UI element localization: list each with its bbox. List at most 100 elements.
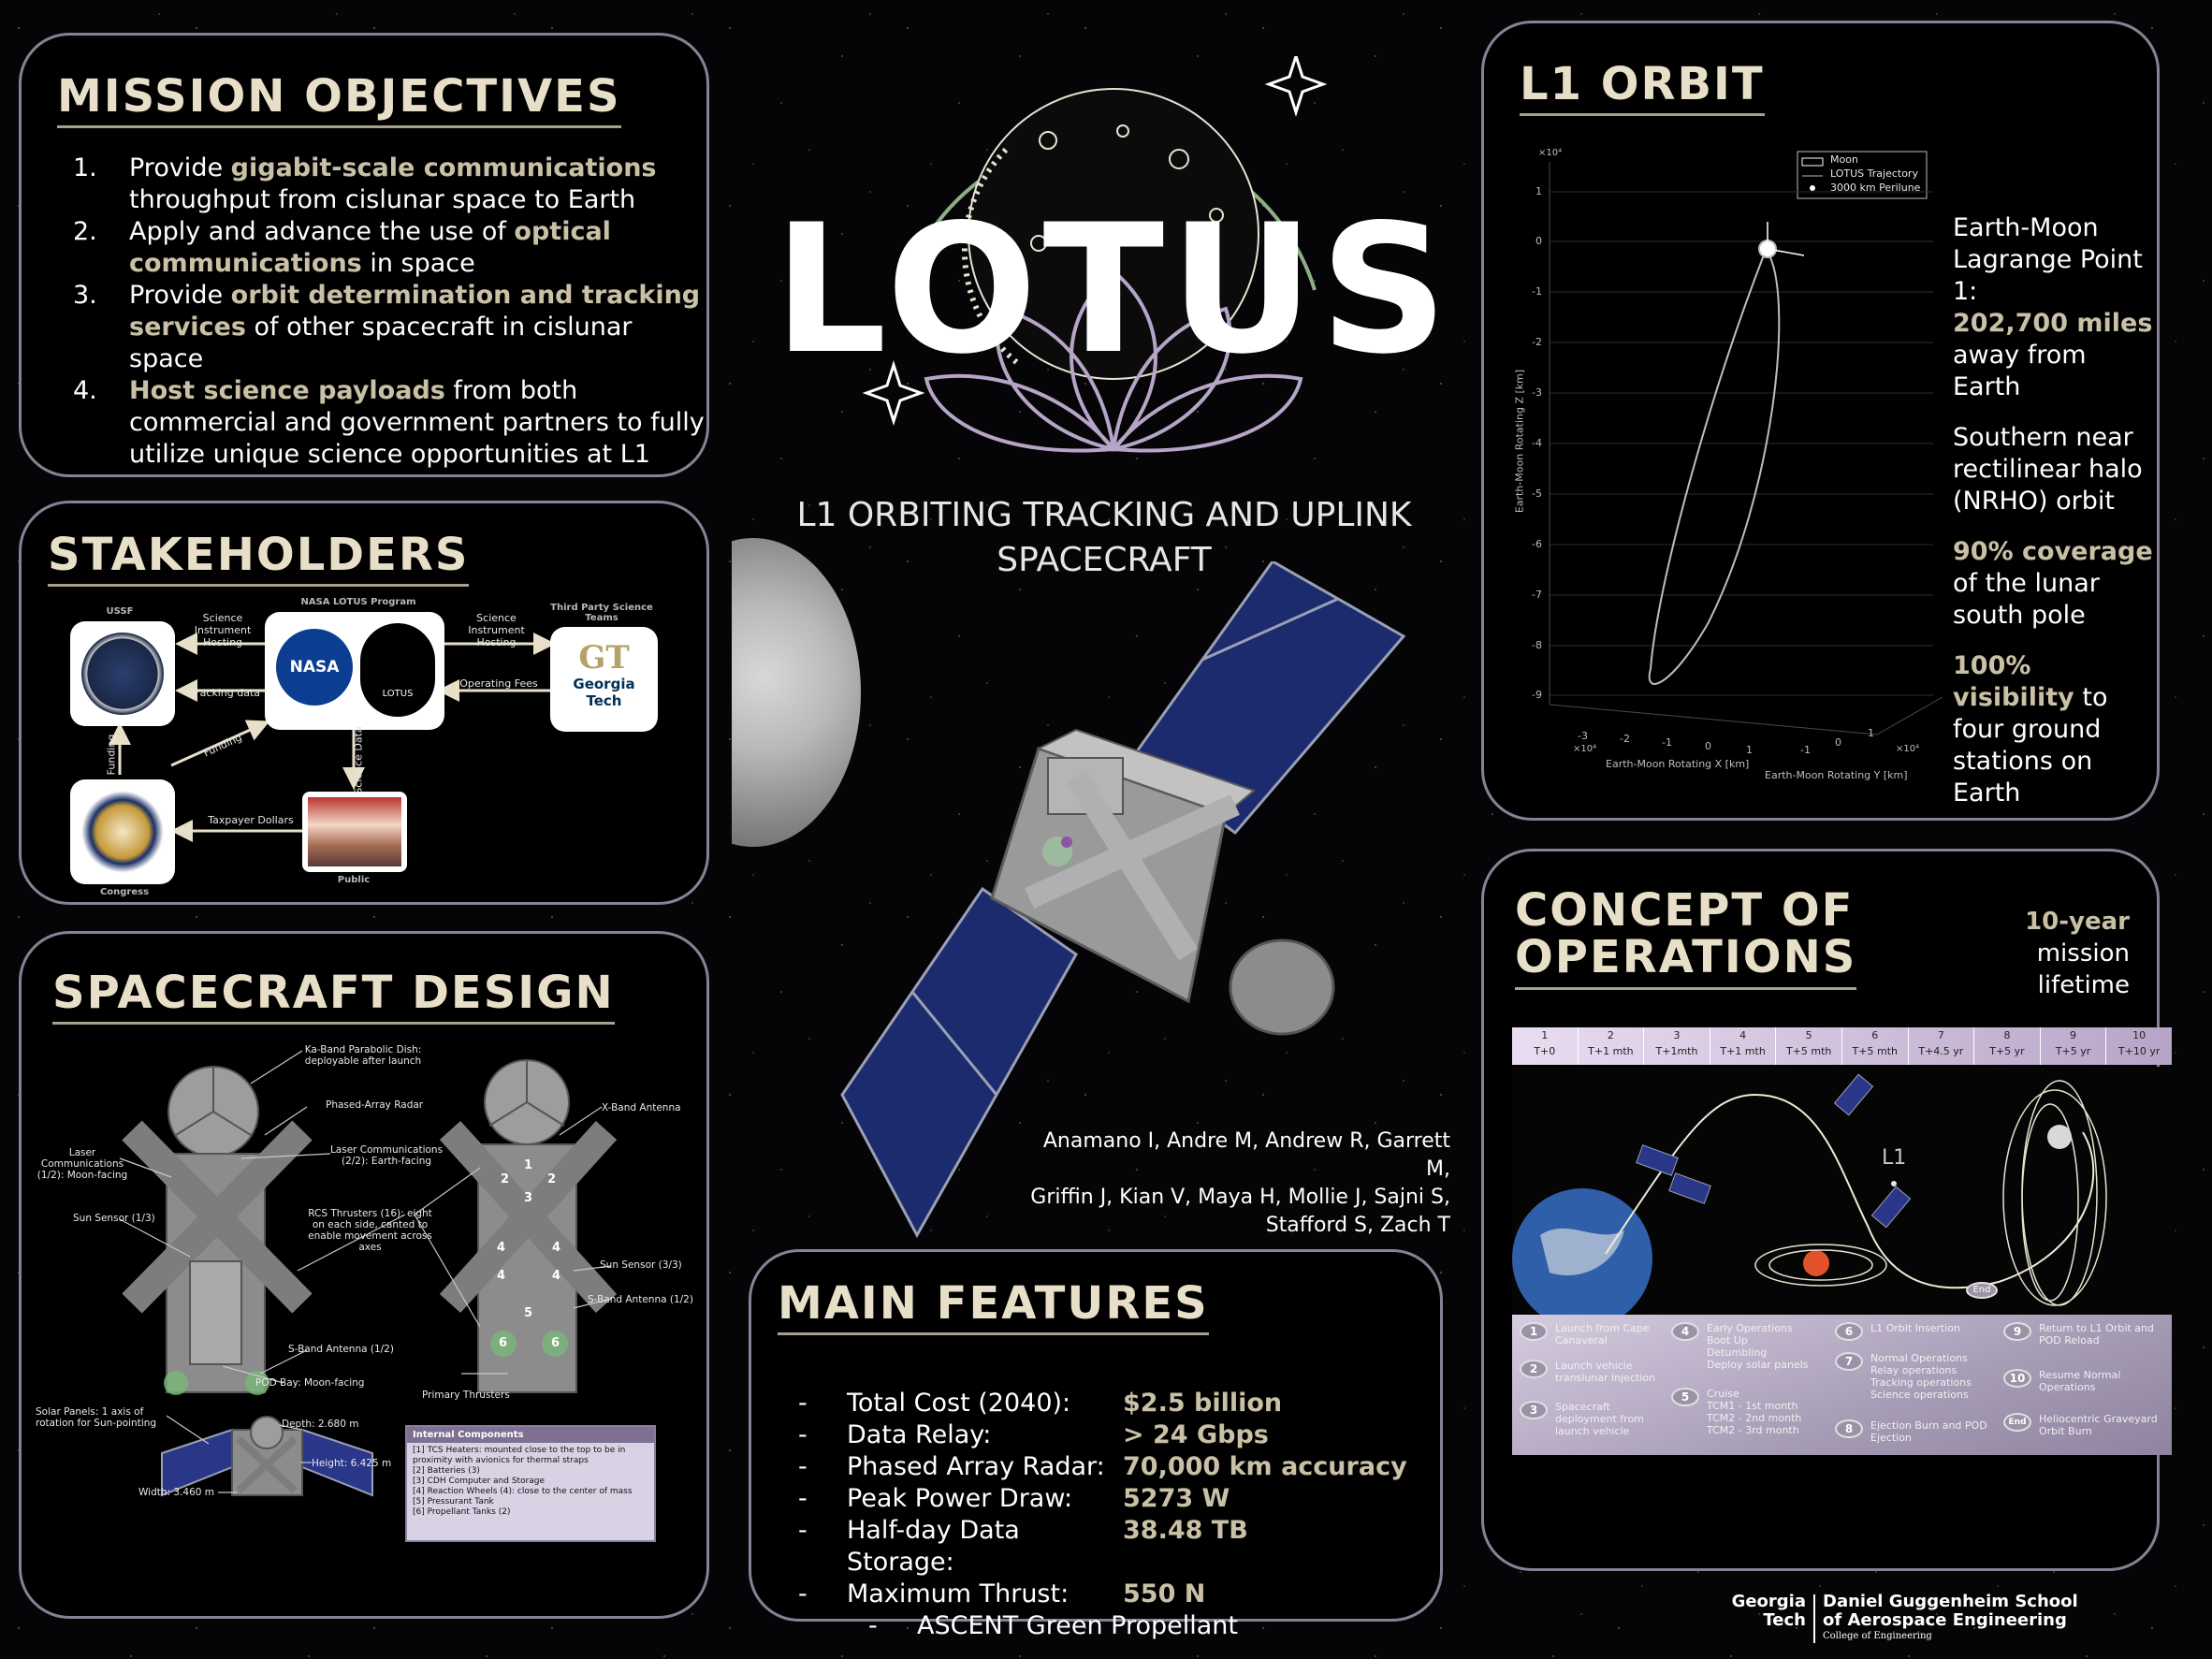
feature-dash: - [798,1516,808,1545]
marker: 2 [501,1172,510,1186]
step-text: Launch from Cape Canaveral [1555,1322,1650,1346]
gt-logo-icon: GT [578,639,630,677]
timeline-step: 8 [2003,1029,2011,1041]
feature-dash: - [798,1452,808,1481]
objectives-list: 1.Provide gigabit-scale communications t… [73,153,709,471]
step-badge: 4 [1671,1322,1699,1341]
step-badge: End [2003,1413,2031,1432]
sparkle-icon [1264,56,1328,117]
marker: 1 [524,1158,533,1172]
lotus-subtitle: L1 ORBITING TRACKING AND UPLINK SPACECRA… [758,493,1450,583]
footer-gt-line1: Georgia [1731,1592,1806,1611]
z-tick: -3 [1532,386,1542,399]
footer-school: Daniel Guggenheim School of Aerospace En… [1823,1593,2078,1642]
end-badge: End [1966,1282,1998,1299]
congress-logo-box [70,779,175,884]
fact-text: to four ground stations on Earth [1953,683,2108,808]
footer-college: College of Engineering [1823,1631,1932,1641]
z-tick: -2 [1532,336,1542,348]
objective-text: Provide [129,281,231,310]
authors-line-3: Stafford S, Zach T [1265,1214,1450,1237]
fact-text: away from Earth [1953,341,2087,401]
step-badge: 1 [1520,1322,1548,1341]
lotus-emblem [862,56,1328,453]
feature-key: Data Relay: [847,1420,992,1449]
orbit-fact-nrho: Southern near rectilinear halo (NRHO) or… [1953,423,2143,516]
feature-key: Total Cost (2040): [847,1389,1071,1418]
footer-divider [1813,1594,1815,1643]
objective-highlight: Host science payloads [129,376,445,405]
solar-panel [840,886,1078,1239]
marker: 4 [497,1269,506,1283]
label-x-band: X-Band Antenna [602,1102,681,1113]
feature-dash: - [798,1420,808,1449]
orbit-fact-lagrange: Earth-Moon Lagrange Point 1: 202,700 mil… [1953,212,2159,403]
stakeholders-title: STAKEHOLDERS [48,531,470,588]
objective-number: 3. [73,281,97,310]
timeline-step: 3 [1673,1029,1681,1041]
label-ka-dish: Ka-Band Parabolic Dish: deployable after… [304,1044,422,1067]
legend-perilune: 3000 km Perilune [1830,182,1921,194]
objective-text: Provide [129,153,231,182]
orbit-fact-visibility: 100% visibility to four ground stations … [1953,650,2159,809]
timeline-time: T+5 mth [1785,1045,1832,1057]
z-tick: 1 [1535,185,1542,197]
legend-trajectory: LOTUS Trajectory [1830,167,1918,180]
timeline-time: T+1 mth [1720,1045,1766,1057]
step-text: Cruise TCM1 - 1st month TCM2 - 2nd month… [1707,1388,1802,1436]
public-photo-image [308,797,401,866]
flow-label-sci1: Science Instrument Hosting [194,612,252,648]
objective-text: of other spacecraft in cislunar space [129,313,633,373]
timeline-step: 9 [2070,1029,2077,1041]
orbit-fact-coverage: 90% coverage of the lunar south pole [1953,536,2159,632]
author-list: Anamano I, Andre M, Andrew R, Garrett M,… [1020,1128,1450,1240]
objective-text: Apply and advance the use of [129,217,515,246]
marker: 6 [551,1336,560,1350]
timeline-step: 10 [2132,1029,2147,1041]
z-tick: -1 [1532,285,1542,298]
feature-value: 38.48 TB [1123,1516,1248,1545]
internal-components-list: [1] TCS Heaters: mounted close to the to… [407,1443,654,1521]
feature-dash: - [798,1579,808,1608]
timeline-time: T+0 [1534,1045,1556,1057]
marker: 4 [497,1241,506,1255]
label-s-band-1: S-Band Antenna (1/2) [288,1344,394,1355]
objective-item: 1.Provide gigabit-scale communications t… [73,153,709,216]
step-text: Launch vehicle translunar injection [1555,1360,1656,1384]
internal-item: [2] Batteries (3) [413,1466,480,1476]
label-pod-bay: POD Bay: Moon-facing [255,1377,365,1389]
authors-line-1: Anamano I, Andre M, Andrew R, Garrett M, [1042,1129,1450,1181]
objective-item: 4.Host science payloads from both commer… [73,375,709,471]
flow-label-science: Science Data [352,726,365,794]
timeline-step: 5 [1805,1029,1812,1041]
main-features-title: MAIN FEATURES [778,1280,1209,1336]
footer-school-line1: Daniel Guggenheim School [1823,1592,2078,1611]
footer-gt-line2: Tech [1763,1610,1806,1630]
label-phased-array: Phased-Array Radar [326,1099,424,1111]
l1-orbit-title: L1 ORBIT [1520,61,1765,117]
ussf-seal-icon [81,633,164,715]
timeline-time: T+4.5 yr [1918,1045,1964,1057]
marker: 6 [499,1336,508,1350]
nasa-logo-text: NASA [289,658,340,677]
congress-seal-icon [81,791,164,873]
flow-label-sci2: Science Instrument Hosting [468,612,525,648]
feature-dash: - [868,1611,878,1640]
features-list: -Total Cost (2040):$2.5 billion -Data Re… [798,1388,1407,1642]
y-tick: 1 [1868,727,1874,739]
ussf-logo-box [70,621,175,726]
flow-label-fees: Operating Fees [459,677,538,690]
footer-gt-wordmark: Georgia Tech [1720,1593,1806,1630]
y-exponent: ×10⁴ [1896,744,1920,754]
